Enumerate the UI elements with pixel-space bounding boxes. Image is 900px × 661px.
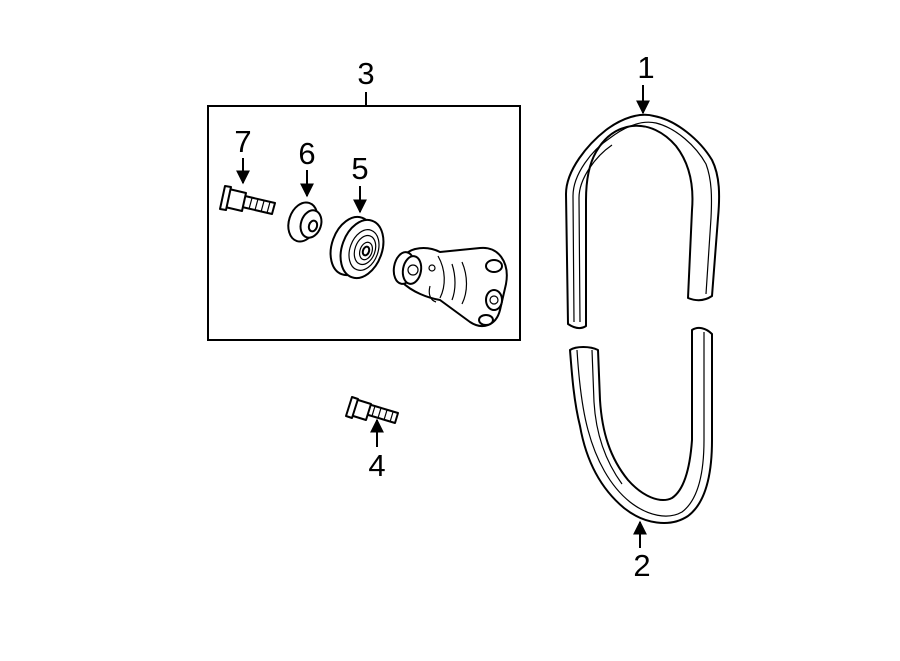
belt-upper-icon <box>565 113 721 330</box>
belt-lower-group[interactable]: 2 <box>569 326 713 583</box>
callout-5: 5 <box>351 151 368 186</box>
bolt-lower-group[interactable]: 4 <box>345 396 399 483</box>
bolt-upper-group[interactable]: 7 <box>219 124 276 215</box>
callout-6: 6 <box>298 136 315 171</box>
bolt-upper-icon <box>219 185 276 215</box>
pulley-group[interactable]: 5 <box>323 151 391 284</box>
callout-1: 1 <box>637 50 654 85</box>
dust-shield-group[interactable]: 6 <box>284 136 325 245</box>
dust-shield-icon <box>287 201 323 243</box>
belt-lower-icon <box>569 326 713 524</box>
callout-3: 3 <box>357 56 374 91</box>
tensioner-assembly-group[interactable]: 3 <box>207 56 521 341</box>
bolt-lower-icon <box>345 396 399 424</box>
tensioner-assembly-box <box>207 105 521 341</box>
callout-2: 2 <box>633 548 650 583</box>
pulley-icon <box>329 215 385 280</box>
belt-upper-group[interactable]: 1 <box>565 50 721 330</box>
callout-7: 7 <box>234 124 251 159</box>
callout-4: 4 <box>368 448 385 483</box>
tensioner-body-icon <box>392 246 508 327</box>
